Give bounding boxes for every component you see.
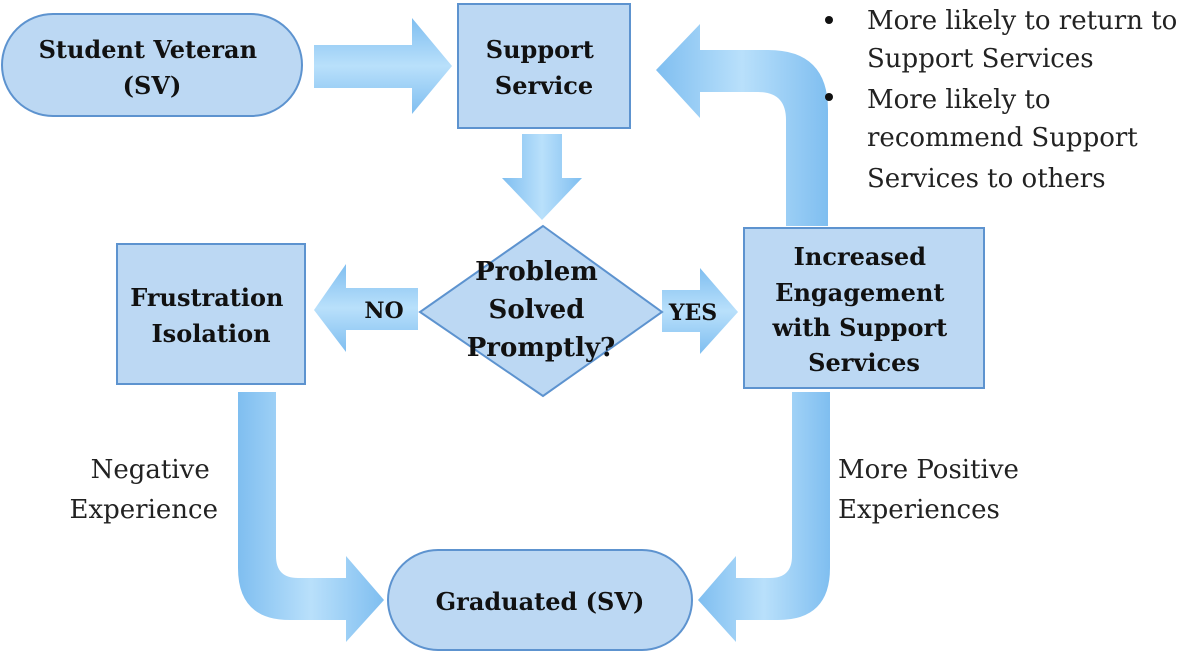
engagement-label: Increased Engagement with Support Servic… — [771, 242, 955, 377]
bullet-dot — [825, 16, 833, 24]
arrow-support-to-decision — [502, 134, 582, 220]
problem-solved-line: Problem — [475, 257, 598, 287]
bullet-item: More likely to return to Support Service… — [867, 6, 1186, 74]
positive-note-line: More Positive — [838, 455, 1019, 485]
engagement-node — [743, 227, 985, 389]
arrow-frustration-to-graduated — [238, 392, 384, 642]
negative-note-line: Negative — [91, 455, 210, 485]
frustration-node — [116, 243, 306, 385]
problem-solved-line: Promptly? — [467, 333, 616, 363]
engagement-line: Services — [808, 348, 920, 377]
support-service-node — [457, 3, 631, 129]
support-service-line: Service — [495, 71, 593, 100]
bullet-dot — [825, 93, 833, 101]
negative-note-line: Experience — [70, 495, 219, 525]
support-service-label: Support Service — [486, 35, 602, 100]
frustration-line: Frustration — [130, 283, 283, 312]
no-label: NO — [364, 298, 403, 324]
frustration-line: Isolation — [151, 319, 270, 348]
engagement-line: Engagement — [775, 278, 944, 307]
negative-experience-note: Negative Experience — [70, 455, 219, 525]
bullet-line: Services to others — [867, 164, 1106, 194]
student-veteran-node — [1, 13, 303, 117]
arrow-engagement-to-graduated — [698, 392, 830, 642]
positive-note-line: Experiences — [838, 495, 1000, 525]
bullet-line: Support Services — [867, 44, 1094, 74]
student-veteran-line: (SV) — [123, 71, 182, 100]
graduated-node — [387, 549, 693, 651]
bullet-line: recommend Support — [867, 123, 1138, 153]
student-veteran-label: Student Veteran (SV) — [39, 35, 266, 100]
problem-solved-line: Solved — [489, 295, 585, 325]
bullet-line: More likely to return to — [867, 6, 1177, 36]
arrow-sv-to-support — [314, 18, 452, 114]
engagement-line: Increased — [794, 242, 927, 271]
arrow-engagement-to-support — [656, 24, 828, 226]
engagement-line: with Support — [771, 313, 947, 342]
support-service-line: Support — [486, 35, 594, 64]
graduated-label: Graduated (SV) — [436, 587, 645, 616]
frustration-label: Frustration Isolation — [130, 283, 292, 348]
arrow-no — [314, 264, 418, 352]
yes-label: YES — [668, 300, 717, 326]
problem-solved-label: Problem Solved Promptly? — [467, 257, 616, 363]
problem-solved-decision — [418, 224, 664, 398]
arrow-yes — [662, 268, 738, 354]
bullet-line: More likely to — [867, 85, 1051, 115]
positive-experiences-note: More Positive Experiences — [838, 455, 1027, 525]
student-veteran-line: Student Veteran — [39, 35, 258, 64]
bullet-item: More likely to recommend Support Service… — [867, 85, 1146, 194]
